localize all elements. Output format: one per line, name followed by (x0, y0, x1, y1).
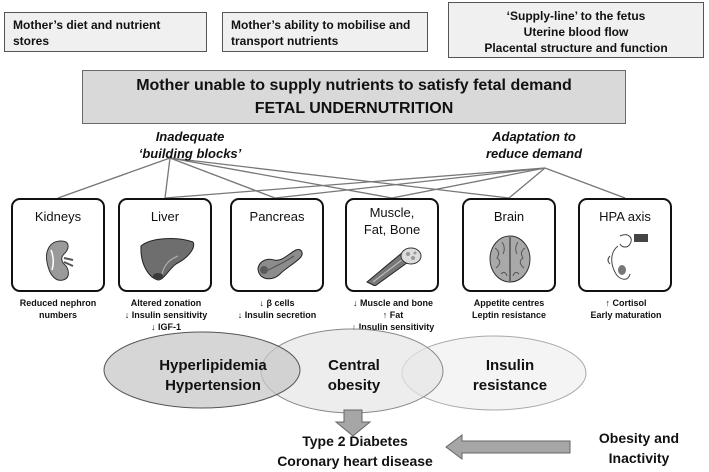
liver-icon (140, 238, 195, 281)
connector-line (391, 167, 546, 199)
mother-diet-box: Mother’s diet and nutrient stores (4, 12, 207, 52)
obesity-inactivity-label: Obesity and Inactivity (598, 430, 680, 466)
connector-line (508, 167, 546, 199)
organ-box-muscle-fat-bone: Muscle, Fat, Bone (345, 198, 439, 292)
liver-effects: Altered zonation ↓ Insulin sensitivity ↓… (124, 298, 208, 332)
fetal-undernutrition-box: Mother unable to supply nutrients to sat… (82, 70, 626, 124)
venn-ellipse-left (103, 331, 301, 409)
kidneys-effects: Reduced nephron numbers (19, 298, 97, 320)
organ-name: Kidneys (34, 209, 82, 224)
insulin-resistance-label: Insulin resistance (472, 357, 548, 394)
organ-box-liver: Liver (118, 198, 212, 292)
muscle-icon (366, 247, 422, 286)
organ-box-hpa-axis: HPA axis (578, 198, 672, 292)
adaptation-label: Adaptation to reduce demand (485, 129, 583, 161)
hpa-axis-effects: ↑ Cortisol Early maturation (590, 298, 662, 320)
organ-name: Liver (150, 209, 180, 224)
muscle-effects: ↓ Muscle and bone ↑ Fat ↓ Insulin sensit… (351, 298, 435, 332)
connector-line (164, 167, 546, 199)
organ-box-kidneys: Kidneys (11, 198, 105, 292)
connector-line (164, 157, 171, 199)
left-arrow (445, 434, 571, 460)
mother-mobilise-box: Mother’s ability to mobilise and transpo… (222, 12, 428, 52)
supply-line-box: ‘Supply-line’ to the fetus Uterine blood… (448, 2, 704, 58)
connector-line (169, 157, 510, 199)
inadequate-building-blocks-label: Inadequate ‘building blocks’ (138, 129, 242, 161)
connector-line (57, 157, 171, 199)
organ-name: Pancreas (249, 209, 305, 224)
pancreas-effects: ↓ β cells ↓ Insulin secretion (237, 298, 317, 320)
pancreas-icon (257, 249, 303, 280)
organ-box-brain: Brain (462, 198, 556, 292)
hpa-axis-icon (607, 234, 648, 280)
connector-line (544, 167, 626, 199)
hyperlipidemia-hypertension-label: Hyperlipidemia Hypertension (159, 357, 267, 394)
organ-name: Brain (493, 209, 525, 224)
organ-name: HPA axis (599, 209, 651, 224)
connector-line (274, 167, 546, 199)
organ-box-pancreas: Pancreas (230, 198, 324, 292)
disease-outcome-label: Type 2 Diabetes Coronary heart disease (277, 433, 433, 469)
central-obesity-label: Central obesity (327, 357, 381, 394)
kidney-icon (46, 240, 74, 281)
connector-line (169, 157, 393, 199)
brain-icon (489, 235, 531, 283)
down-arrow (334, 409, 372, 437)
brain-effects: Appetite centres Leptin resistance (471, 298, 547, 320)
organ-name: Muscle, Fat, Bone (363, 205, 421, 237)
